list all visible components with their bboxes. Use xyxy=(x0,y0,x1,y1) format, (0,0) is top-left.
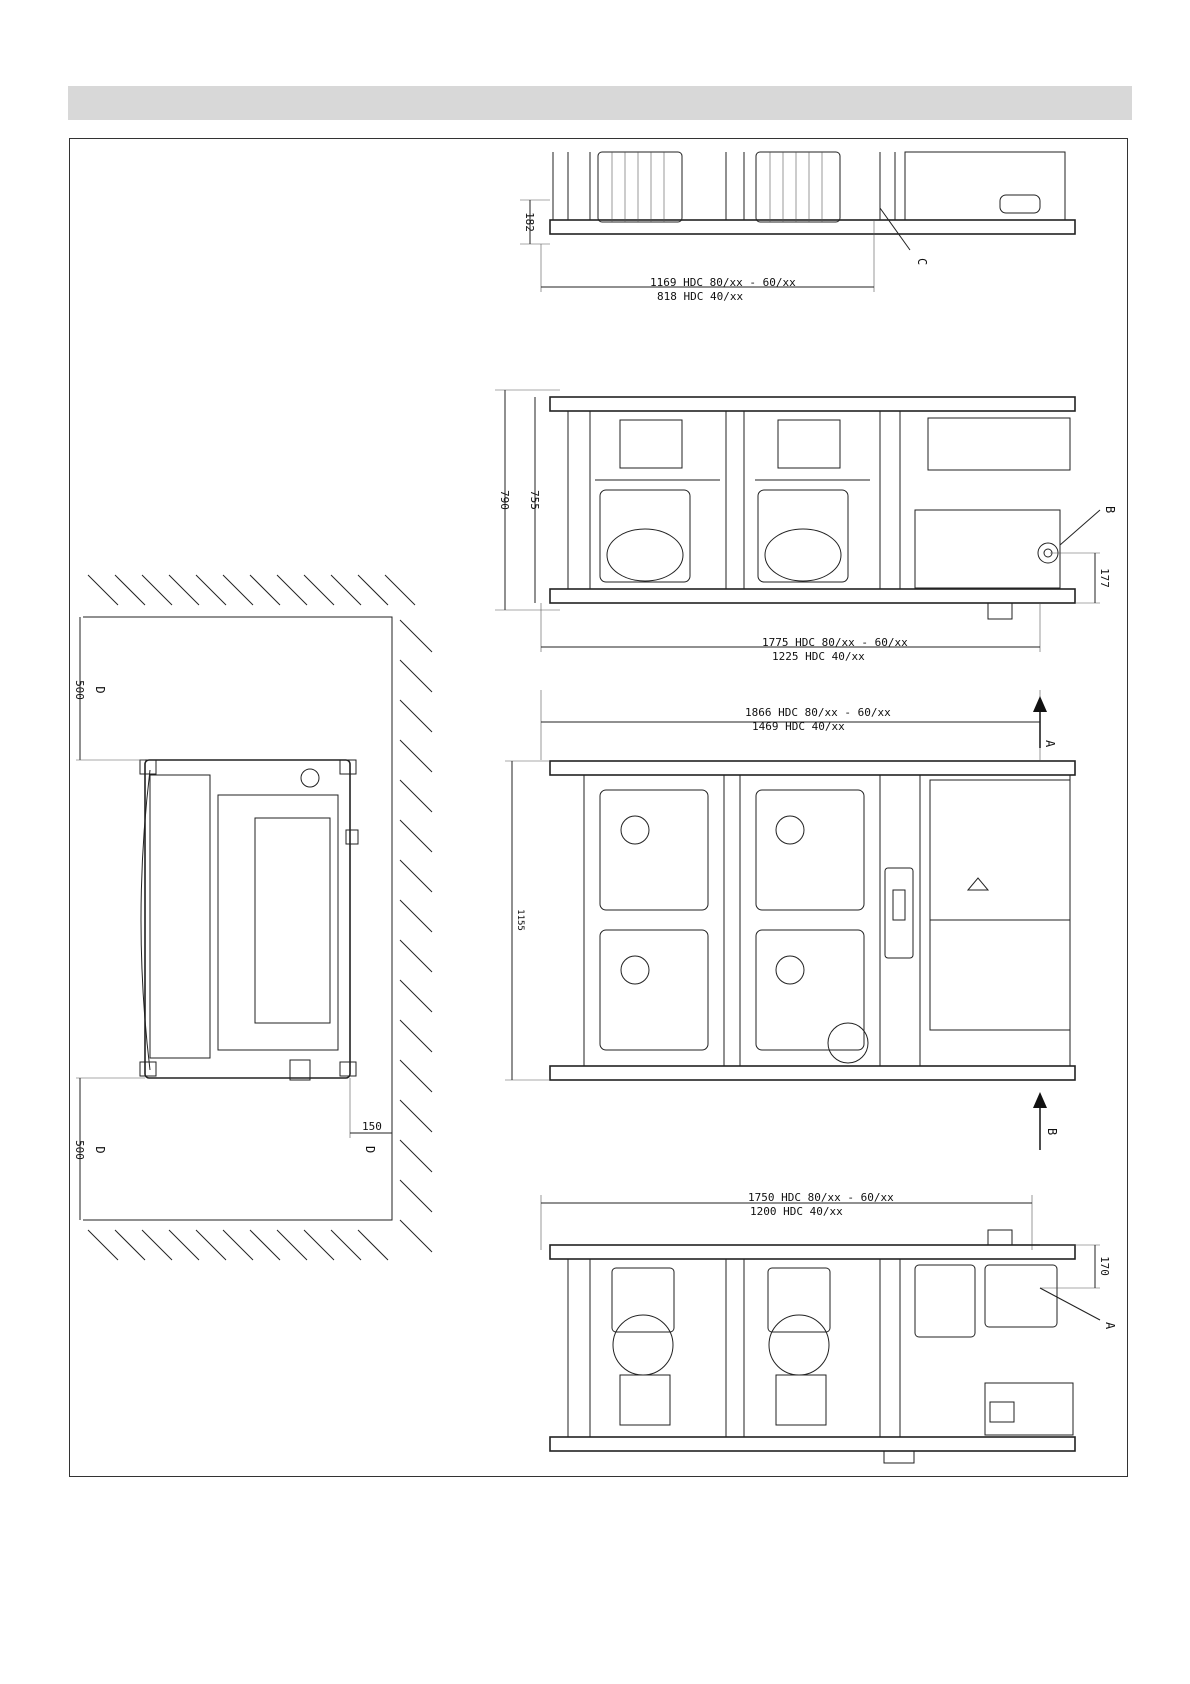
wall-hatch-right xyxy=(400,620,432,1252)
plan-view-arrow-b-label: B xyxy=(1045,1128,1059,1135)
clearance-bottom-dim: 500 xyxy=(73,1140,86,1160)
plan-view-tank-panel xyxy=(930,920,1070,1030)
top-view-tank xyxy=(905,152,1065,220)
plan-view-motor-2a xyxy=(756,790,864,910)
bottom-view-control-box xyxy=(985,1383,1073,1435)
plan-view-arrow-a-label: A xyxy=(1043,740,1057,748)
clearance-top-dim: 500 xyxy=(73,680,86,700)
second-view-motor-2 xyxy=(758,490,848,582)
clearance-top-label: D xyxy=(93,686,107,693)
second-view-height-dim-outer: 790 xyxy=(498,490,511,510)
top-view-width-dim-1: 1169 HDC 80/xx - 60/xx xyxy=(650,276,796,289)
top-view-motor-2 xyxy=(756,152,840,222)
bottom-view-callout-a: A xyxy=(1103,1322,1117,1330)
second-view-control-box xyxy=(928,418,1070,470)
top-view-callout-c: C xyxy=(915,258,929,265)
second-view-bottom-rail xyxy=(550,589,1075,603)
clearance-side-dim: 150 xyxy=(362,1120,382,1133)
plan-view-control-panel xyxy=(930,780,1070,920)
bottom-view-pump-2 xyxy=(776,1375,826,1425)
wall-hatch-top xyxy=(88,575,415,605)
bottom-view-bottom-rail xyxy=(550,1437,1075,1451)
top-view-motor-1 xyxy=(598,152,682,222)
second-view: 790 755 177 B 1775 HDC 80/xx - 60/xx 122… xyxy=(495,390,1117,663)
wall-hatch-bottom xyxy=(88,1230,388,1260)
bottom-view-pump-1 xyxy=(620,1375,670,1425)
bottom-view-tank xyxy=(915,1265,975,1337)
top-view-width-dim-2: 818 HDC 40/xx xyxy=(657,290,743,303)
bottom-view-motor-1 xyxy=(612,1268,674,1332)
second-view-width-dim-2: 1225 HDC 40/xx xyxy=(772,650,865,663)
plan-view-width-dim-2: 1469 HDC 40/xx xyxy=(752,720,845,733)
clearance-bottom-label: D xyxy=(93,1146,107,1153)
clearance-machine-panel xyxy=(255,818,330,1023)
clearance-side-label: D xyxy=(363,1146,377,1153)
plan-view: 1866 HDC 80/xx - 60/xx 1469 HDC 40/xx A xyxy=(505,690,1075,1150)
plan-view-height-dim: 1155 xyxy=(515,909,525,931)
clearance-wall-outline xyxy=(83,617,392,1220)
second-view-top-rail xyxy=(550,397,1075,411)
bottom-view-width-dim-1: 1750 HDC 80/xx - 60/xx xyxy=(748,1191,894,1204)
second-view-callout-b: B xyxy=(1103,506,1117,513)
bottom-view: 1750 HDC 80/xx - 60/xx 1200 HDC 40/xx 17… xyxy=(541,1191,1117,1463)
bottom-view-top-rail xyxy=(550,1245,1075,1259)
second-view-width-dim-1: 1775 HDC 80/xx - 60/xx xyxy=(762,636,908,649)
plan-view-arrow-b xyxy=(1033,1092,1047,1108)
bottom-view-width-dim-2: 1200 HDC 40/xx xyxy=(750,1205,843,1218)
bottom-view-motor-2 xyxy=(768,1268,830,1332)
top-view: 182 C 1169 HDC 80/xx - 60/xx 818 HDC 40/… xyxy=(520,152,1075,303)
clearance-machine xyxy=(140,760,358,1080)
plan-view-motor-1a xyxy=(600,790,708,910)
second-view-pump-1 xyxy=(620,420,682,468)
clearance-view: 500 D 500 D 150 D xyxy=(73,575,432,1260)
second-view-height-dim-inner: 755 xyxy=(528,490,541,510)
plan-view-valve-block xyxy=(885,868,913,958)
plan-view-motor-1b xyxy=(600,930,708,1050)
top-view-height-dim: 182 xyxy=(523,212,536,232)
second-view-side-dim: 177 xyxy=(1098,568,1111,588)
plan-view-arrow-a xyxy=(1033,696,1047,712)
second-view-motor-1 xyxy=(600,490,690,582)
bottom-view-side-dim: 170 xyxy=(1098,1256,1111,1276)
plan-view-motor-2b xyxy=(756,930,864,1050)
plan-view-top-rail xyxy=(550,761,1075,775)
plan-view-width-dim-1: 1866 HDC 80/xx - 60/xx xyxy=(745,706,891,719)
second-view-tank xyxy=(915,510,1060,588)
plan-view-bottom-rail xyxy=(550,1066,1075,1080)
second-view-pump-2 xyxy=(778,420,840,468)
